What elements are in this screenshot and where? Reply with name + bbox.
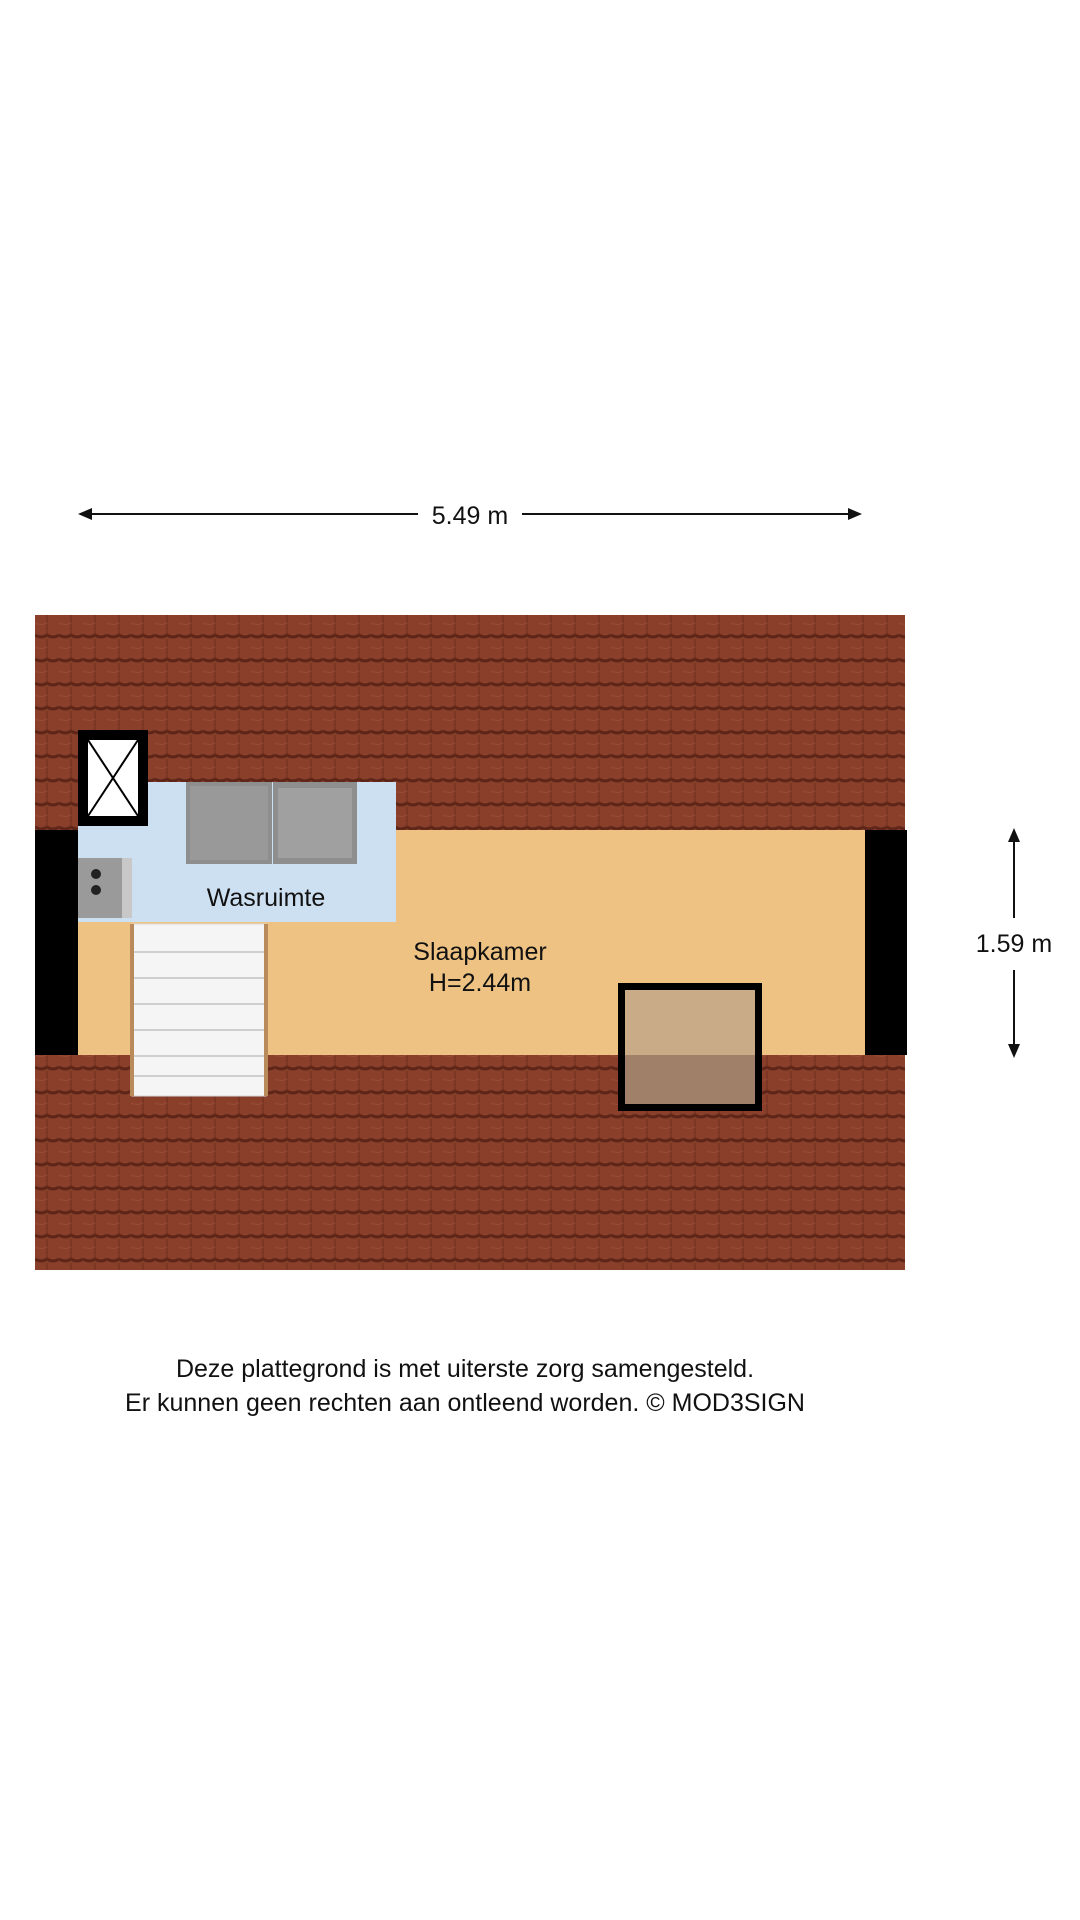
washing-machine-icon [186, 782, 272, 864]
arrow-down-icon [1008, 1044, 1020, 1058]
bedroom-label: Slaapkamer [413, 938, 546, 966]
disclaimer-line-1: Deze plattegrond is met uiterste zorg sa… [175, 1355, 755, 1383]
width-label: 5.49 m [432, 502, 508, 530]
skylight-icon [618, 983, 762, 1111]
staircase-icon [130, 923, 268, 1097]
arrow-left-icon [78, 508, 92, 520]
arrow-right-icon [848, 508, 862, 520]
height-label: 1.59 m [976, 930, 1052, 958]
boiler-icon [78, 858, 132, 918]
width-dimension: 5.49 m [78, 502, 862, 530]
height-dimension: 1.59 m [976, 828, 1052, 1058]
laundry-room-label: Wasruimte [207, 884, 326, 912]
dryer-icon [273, 782, 357, 864]
disclaimer-line-2: Er kunnen geen rechten aan ontleend word… [125, 1389, 805, 1417]
right-wall [865, 830, 907, 1055]
bedroom-height-label: H=2.44m [429, 969, 531, 997]
left-wall [35, 830, 78, 1055]
shaft-icon [78, 730, 148, 826]
arrow-up-icon [1008, 828, 1020, 842]
